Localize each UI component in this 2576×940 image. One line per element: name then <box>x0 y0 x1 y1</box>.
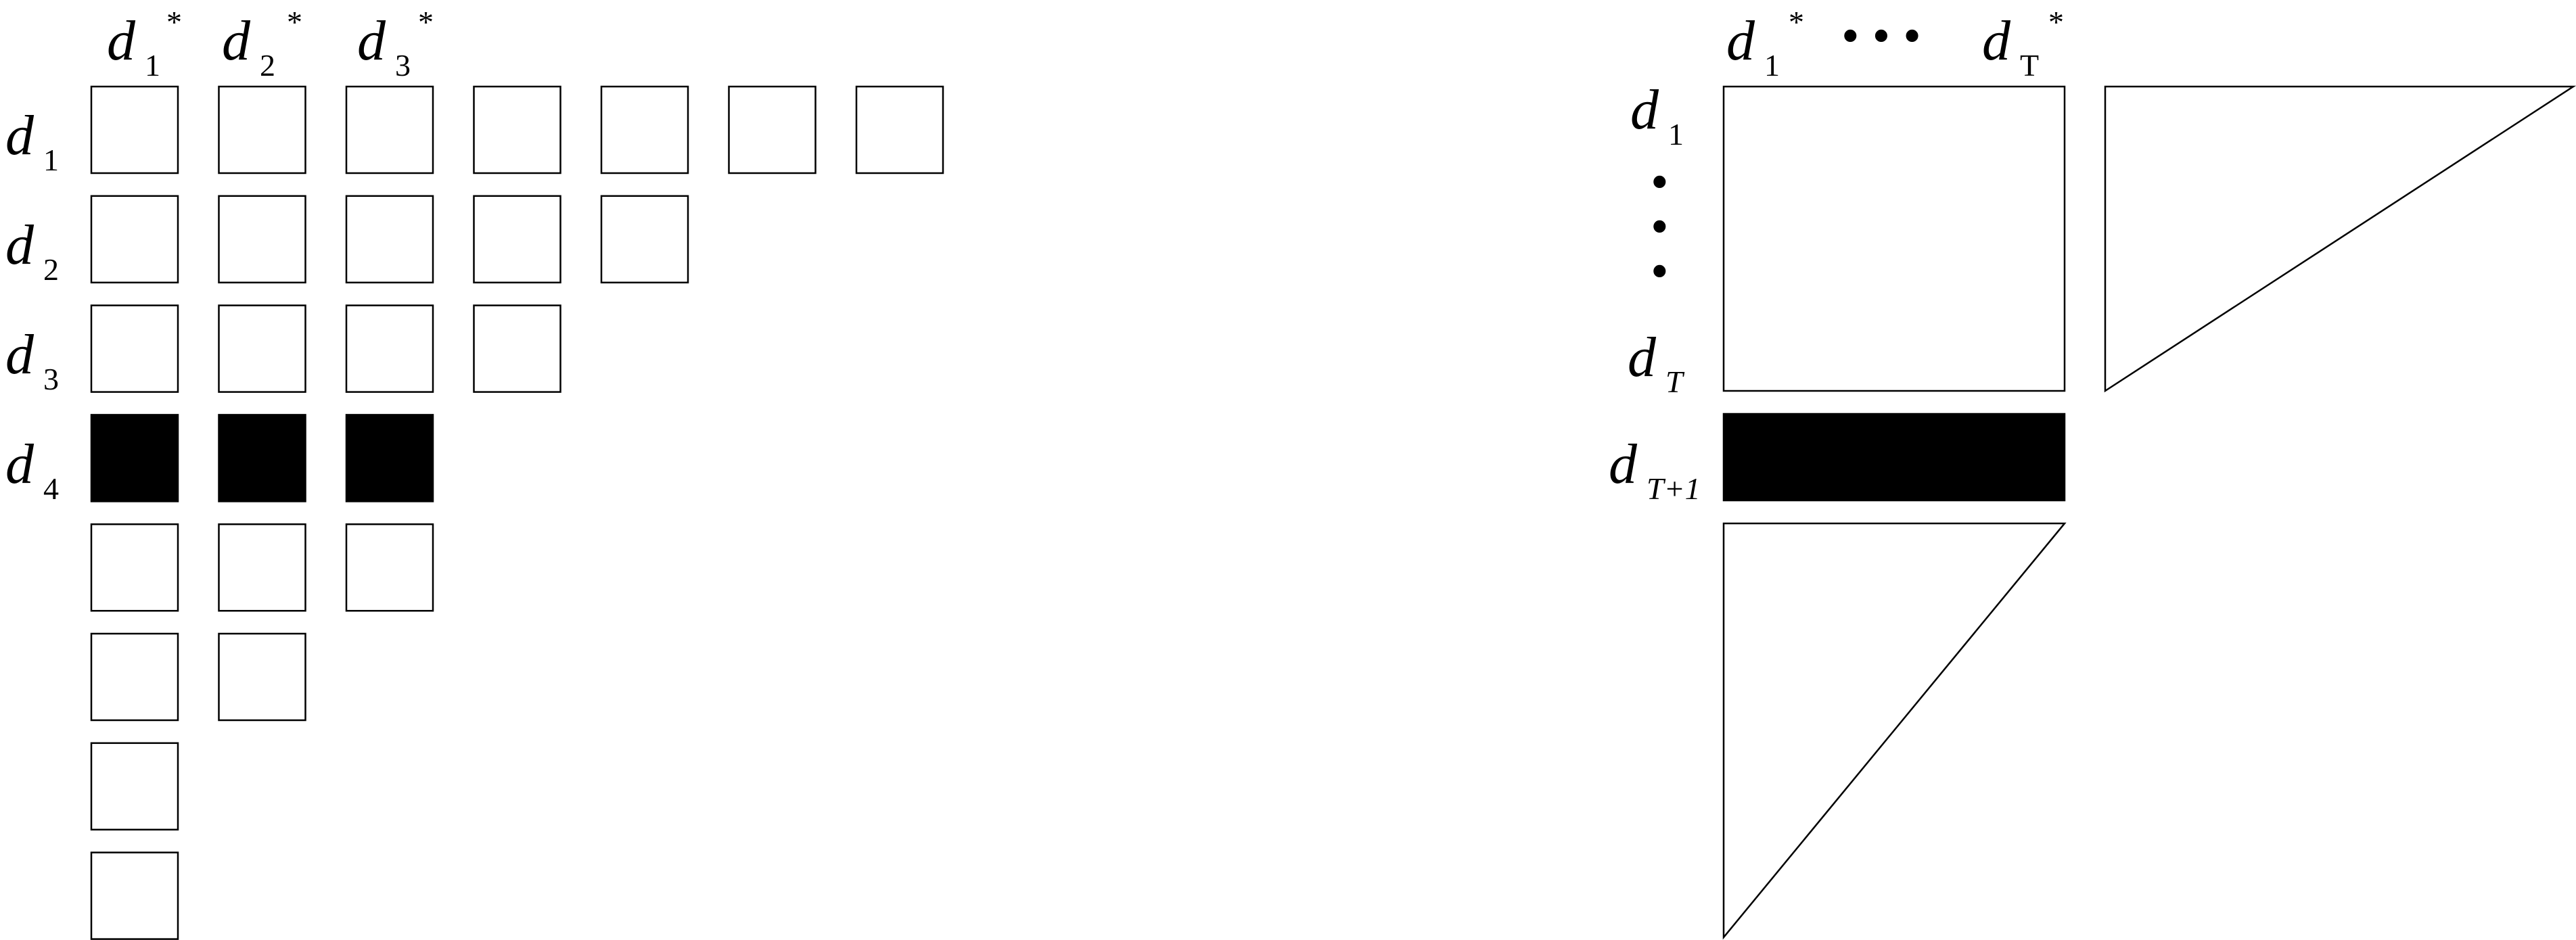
left-column-header-2: d 2 * <box>222 5 302 83</box>
grid-cell-r6-c2 <box>218 632 306 722</box>
svg-text:•: • <box>1651 243 1669 300</box>
left-row-label-3: d 3 <box>5 323 59 396</box>
right-row-label-last: d T <box>1628 326 1685 399</box>
grid-cell-r1-c2 <box>218 85 306 174</box>
left-panel: d 1 * d 2 * d 3 * d 1 d 2 d 3 d 4 <box>5 5 944 940</box>
svg-text:d: d <box>1609 433 1638 496</box>
filled-row-bar <box>1722 413 2066 502</box>
grid-cell-r5-c3 <box>345 523 434 612</box>
svg-text:d: d <box>1628 326 1657 389</box>
grid-cell-r5-c2 <box>218 523 306 612</box>
left-row-label-2: d 2 <box>5 214 59 287</box>
grid-cell-r2-c2 <box>218 195 306 284</box>
grid-cell-r1-c5 <box>600 85 689 174</box>
filled-cell-r4-c1 <box>90 414 179 502</box>
svg-text:1: 1 <box>145 48 160 83</box>
svg-text:1: 1 <box>1668 117 1684 151</box>
svg-text:3: 3 <box>43 362 59 396</box>
grid-cell-r3-c4 <box>473 304 561 393</box>
filled-cell-r4-c3 <box>345 414 434 502</box>
right-row-label-extra: d T+1 <box>1609 433 1701 506</box>
svg-text:d: d <box>222 9 251 72</box>
svg-text:*: * <box>418 5 434 39</box>
grid-cell-r3-c3 <box>345 304 434 393</box>
column-ellipsis: • • • <box>1841 7 1921 64</box>
grid-cell-r3-c1 <box>90 304 179 393</box>
svg-text:d: d <box>1982 9 2011 72</box>
grid-cell-r2-c3 <box>345 195 434 284</box>
grid-cell-r8-c1 <box>90 851 179 940</box>
svg-text:d: d <box>1726 9 1755 72</box>
right-panel: d 1 * • • • d T * d 1 • • • d T d T+1 <box>1609 5 2576 940</box>
svg-text:d: d <box>107 9 136 72</box>
svg-text:•: • <box>1651 154 1669 210</box>
svg-text:*: * <box>166 5 182 39</box>
svg-text:d: d <box>357 9 386 72</box>
staircase-grid <box>90 85 944 940</box>
grid-cell-r6-c1 <box>90 632 179 722</box>
right-row-label-first: d 1 <box>1630 78 1684 151</box>
svg-text:d: d <box>1630 78 1659 141</box>
svg-text:T: T <box>1665 365 1685 399</box>
svg-text:1: 1 <box>43 143 59 177</box>
svg-text:4: 4 <box>43 471 59 506</box>
grid-cell-r1-c1 <box>90 85 179 174</box>
grid-cell-r3-c2 <box>218 304 306 393</box>
svg-text:d: d <box>5 104 34 167</box>
svg-text:*: * <box>1789 5 1804 39</box>
svg-text:3: 3 <box>395 48 411 83</box>
left-column-header-1: d 1 * <box>107 5 182 83</box>
svg-text:d: d <box>5 433 34 496</box>
upper-right-triangle <box>2104 85 2576 393</box>
left-column-header-3: d 3 * <box>357 5 434 83</box>
svg-text:T+1: T+1 <box>1647 471 1701 506</box>
left-row-label-1: d 1 <box>5 104 59 177</box>
grid-cell-r2-c5 <box>600 195 689 284</box>
grid-cell-r2-c4 <box>473 195 561 284</box>
lower-left-triangle <box>1722 522 2067 940</box>
svg-text:1: 1 <box>1764 48 1780 83</box>
svg-text:•: • <box>1651 198 1669 255</box>
grid-cell-r1-c6 <box>728 85 816 174</box>
grid-cell-r2-c1 <box>90 195 179 284</box>
svg-text:2: 2 <box>260 48 275 83</box>
grid-cell-r1-c3 <box>345 85 434 174</box>
svg-text:T: T <box>2020 48 2039 83</box>
left-row-label-4: d 4 <box>5 433 59 506</box>
right-column-header-first: d 1 * <box>1726 5 1804 83</box>
grid-cell-r1-c7 <box>855 85 944 174</box>
filled-cell-r4-c2 <box>218 414 306 502</box>
svg-text:d: d <box>5 323 34 386</box>
svg-text:*: * <box>2048 5 2064 39</box>
grid-cell-r1-c4 <box>473 85 561 174</box>
vertical-ellipsis: • • • <box>1651 154 1669 300</box>
grid-cell-r5-c1 <box>90 523 179 612</box>
svg-text:2: 2 <box>43 252 59 287</box>
observed-block-square <box>1722 85 2066 392</box>
right-column-header-last: d T * <box>1982 5 2064 83</box>
grid-cell-r7-c1 <box>90 742 179 831</box>
svg-text:d: d <box>5 214 34 277</box>
svg-text:*: * <box>287 5 302 39</box>
